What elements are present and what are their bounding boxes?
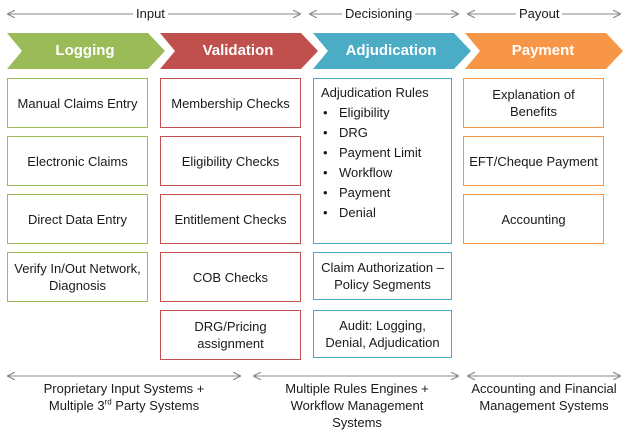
validation-box-entitlement: Entitlement Checks [160,194,301,244]
stage-label-logging: Logging [55,42,115,59]
rule-item: Denial [321,203,451,223]
validation-box-eligibility: Eligibility Checks [160,136,301,186]
validation-box-drg-pricing: DRG/Pricing assignment [160,310,301,360]
logging-box-electronic-claims: Electronic Claims [7,136,148,186]
payment-box-accounting: Accounting [463,194,604,244]
validation-box-membership: Membership Checks [160,78,301,128]
bottom-label-input-systems: Proprietary Input Systems + Multiple 3rd… [10,380,238,414]
bottom-label-input-line1: Proprietary Input Systems + [43,381,205,396]
phase-label-decisioning: Decisioning [342,6,416,21]
logging-box-manual-claims: Manual Claims Entry [7,78,148,128]
bottom-label-input-line2-post: Party Systems [111,398,200,413]
payment-box-eft-cheque: EFT/Cheque Payment [463,136,604,186]
bottom-label-input-line2: Multiple 3rd Party Systems [10,397,238,414]
logging-box-verify-network: Verify In/Out Network, Diagnosis [7,252,148,302]
rule-item: Payment [321,183,451,203]
stage-label-validation: Validation [202,42,274,59]
rule-item: Payment Limit [321,143,451,163]
bottom-label-rules-engines: Multiple Rules Engines + Workflow Manage… [285,381,429,430]
chevron-validation [160,33,318,69]
chevron-logging [7,33,165,69]
chevron-adjudication [313,33,471,69]
rule-item: Workflow [321,163,451,183]
bottom-label-accounting-systems: Accounting and Financial Management Syst… [471,381,617,413]
bottom-label-input-line2-sup: rd [104,397,112,407]
rule-item: DRG [321,123,451,143]
phase-label-payout: Payout [516,6,563,21]
chevron-payment [465,33,623,69]
validation-box-cob: COB Checks [160,252,301,302]
logging-box-direct-data-entry: Direct Data Entry [7,194,148,244]
payment-box-eob: Explanation of Benefits [463,78,604,128]
adjudication-rules-box: Adjudication Rules Eligibility DRG Payme… [313,78,452,244]
stage-label-payment: Payment [511,42,575,59]
adjudication-box-claim-authorization: Claim Authorization – Policy Segments [313,252,452,300]
stage-label-adjudication: Adjudication [345,42,437,59]
bottom-label-input-line2-pre: Multiple 3 [48,398,105,413]
rule-item: Eligibility [321,103,451,123]
adjudication-rules-list: Eligibility DRG Payment Limit Workflow P… [321,103,451,223]
phase-label-input: Input [133,6,168,21]
adjudication-rules-title: Adjudication Rules [321,85,429,100]
adjudication-box-audit: Audit: Logging, Denial, Adjudication [313,310,452,358]
